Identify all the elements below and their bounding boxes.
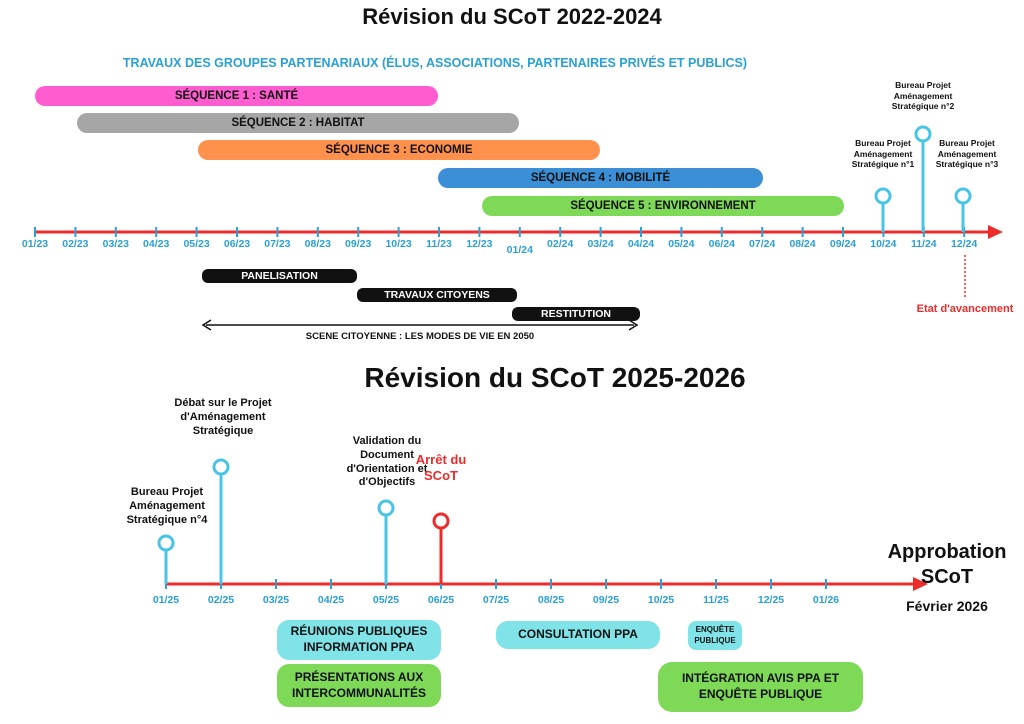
tick-label: 05/24 <box>668 238 695 250</box>
bureau3-label: Bureau Projet Aménagement Stratégique n°… <box>935 138 999 170</box>
timeline-1-arrowhead <box>988 225 1003 239</box>
tick-label: 11/23 <box>426 238 452 250</box>
etat-label: Etat d'avancement <box>916 303 1014 315</box>
integration-box: INTÉGRATION AVIS PPA ET ENQUÊTE PUBLIQUE <box>658 662 863 712</box>
bureau4-label: Bureau Projet Aménagement Stratégique n°… <box>126 486 208 526</box>
tick-label: 02/25 <box>207 594 235 606</box>
bureau1-label: Bureau Projet Aménagement Stratégique n°… <box>851 138 915 170</box>
scene-citoyenne-label: SCENE CITOYENNE : LES MODES DE VIE EN 20… <box>305 331 535 342</box>
reunions-publiques-box: RÉUNIONS PUBLIQUES INFORMATION PPA <box>277 620 441 660</box>
bureau2-marker <box>914 125 932 143</box>
enquete-publique-box: ENQUÊTE PUBLIQUE <box>688 621 742 650</box>
tick-label: 06/23 <box>223 238 251 250</box>
bureau2-label: Bureau Projet Aménagement Stratégique n°… <box>891 80 955 112</box>
travaux-citoyens-bar: TRAVAUX CITOYENS <box>357 288 517 302</box>
tick-label: 02/24 <box>547 238 574 250</box>
tick-label: 03/25 <box>262 594 290 606</box>
tick-label: 09/24 <box>829 238 857 250</box>
sequence-1-bar: SÉQUENCE 1 : SANTÉ <box>35 86 438 106</box>
tick-label: 01/26 <box>812 594 840 606</box>
sequence-4-bar: SÉQUENCE 4 : MOBILITÉ <box>438 168 763 188</box>
consultation-ppa-box: CONSULTATION PPA <box>496 621 660 649</box>
sequence-3-bar: SÉQUENCE 3 : ECONOMIE <box>198 140 600 160</box>
validation-marker <box>377 499 395 517</box>
tick-label: 09/23 <box>345 238 372 250</box>
restitution-bar: RESTITUTION <box>512 307 640 321</box>
tick-label: 01/24 <box>506 244 533 256</box>
tick-label: 12/23 <box>466 238 493 250</box>
bureau1-marker <box>874 187 892 205</box>
tick-label: 04/24 <box>627 238 655 250</box>
approbation-date: Février 2026 <box>906 598 988 614</box>
tick-label: 10/24 <box>870 238 897 250</box>
arret-label: Arrêt du SCoT <box>415 452 467 484</box>
panelisation-bar: PANELISATION <box>202 269 357 283</box>
tick-label: 03/24 <box>587 238 614 250</box>
tick-label: 11/25 <box>703 594 729 606</box>
tick-label: 02/23 <box>62 238 89 250</box>
tick-label: 08/25 <box>537 594 565 606</box>
sequence-2-bar: SÉQUENCE 2 : HABITAT <box>77 113 519 133</box>
tick-label: 07/24 <box>749 238 776 250</box>
section1-subtitle: TRAVAUX DES GROUPES PARTENARIAUX (ÉLUS, … <box>122 56 748 70</box>
tick-label: 09/25 <box>592 594 620 606</box>
scene-arrow-right <box>628 319 639 331</box>
tick-label: 06/24 <box>708 238 735 250</box>
sequence-5-bar: SÉQUENCE 5 : ENVIRONNEMENT <box>482 196 844 216</box>
arret-marker <box>432 512 450 530</box>
tick-label: 04/23 <box>143 238 170 250</box>
tick-label: 07/25 <box>482 594 510 606</box>
section1-title: Révision du SCoT 2022-2024 <box>362 4 662 29</box>
tick-label: 11/24 <box>910 238 937 250</box>
scene-arrow-left <box>201 319 212 331</box>
tick-label: 04/25 <box>317 594 345 606</box>
tick-label: 08/23 <box>304 238 331 250</box>
debat-marker <box>212 458 230 476</box>
tick-label: 06/25 <box>427 594 455 606</box>
tick-label: 08/24 <box>789 238 816 250</box>
tick-label: 01/25 <box>152 594 180 606</box>
tick-label: 03/23 <box>102 238 129 250</box>
tick-label: 12/25 <box>757 594 785 606</box>
tick-label: 10/25 <box>647 594 675 606</box>
bureau4-marker <box>157 534 175 552</box>
tick-label: 10/23 <box>385 238 412 250</box>
section2-title: Révision du SCoT 2025-2026 <box>364 362 746 393</box>
validation-label: Validation du Document d'Orientation et … <box>346 435 428 489</box>
tick-label: 07/23 <box>264 238 291 250</box>
tick-label: 05/25 <box>372 594 400 606</box>
tick-label: 12/24 <box>951 238 978 250</box>
timeline-2-arrowhead <box>913 577 928 591</box>
tick-label: 01/23 <box>21 238 49 250</box>
debat-label: Débat sur le Projet d'Aménagement Straté… <box>174 397 272 437</box>
presentations-box: PRÉSENTATIONS AUX INTERCOMMUNALITÉS <box>277 664 441 707</box>
approbation-title: Approbation SCoT <box>887 541 1007 588</box>
tick-label: 05/23 <box>183 238 210 250</box>
bureau3-marker <box>954 187 972 205</box>
